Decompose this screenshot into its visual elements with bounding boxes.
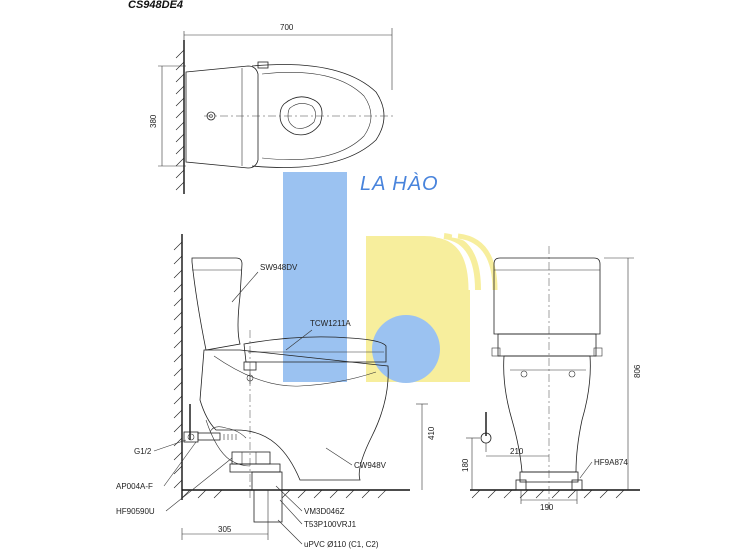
label-seat: TCW1211A [310, 319, 351, 328]
watermark-brand-text: LA HÀO [360, 172, 439, 195]
brand-watermark: LA HÀO [283, 172, 498, 383]
model-code: CS948DE4 [128, 0, 183, 11]
watermark-blue-circle [372, 315, 440, 383]
dim-outlet-width: 190 [540, 503, 554, 512]
dim-top-width: 700 [280, 23, 294, 32]
label-bowl: CW948V [354, 461, 387, 470]
side-view: 410 305 SW948DV TCW1211A CW948V G1/2 AP0… [116, 234, 436, 549]
dim-inlet-offset: 210 [510, 447, 524, 456]
dim-top-depth: 380 [149, 114, 158, 128]
label-flange: VM3D046Z [304, 507, 345, 516]
label-angle-valve: AP004A-F [116, 482, 153, 491]
dim-inlet-height: 180 [461, 458, 470, 472]
label-hinge-fitting: HF9A874 [594, 458, 628, 467]
front-view: 806 210 180 190 HF9A874 [461, 246, 642, 512]
top-view: 700 380 [149, 23, 396, 194]
label-inlet-thread: G1/2 [134, 447, 152, 456]
label-tank: SW948DV [260, 263, 298, 272]
label-flex-hose: HF90590U [116, 507, 155, 516]
dim-pipe-height: 410 [427, 426, 436, 440]
dim-rough-in: 305 [218, 525, 232, 534]
label-drain-pipe: uPVC Ø110 (C1, C2) [304, 540, 379, 549]
dim-height: 806 [633, 364, 642, 378]
watermark-blue-bar [283, 172, 347, 382]
label-bolt-set: T53P100VRJ1 [304, 520, 357, 529]
